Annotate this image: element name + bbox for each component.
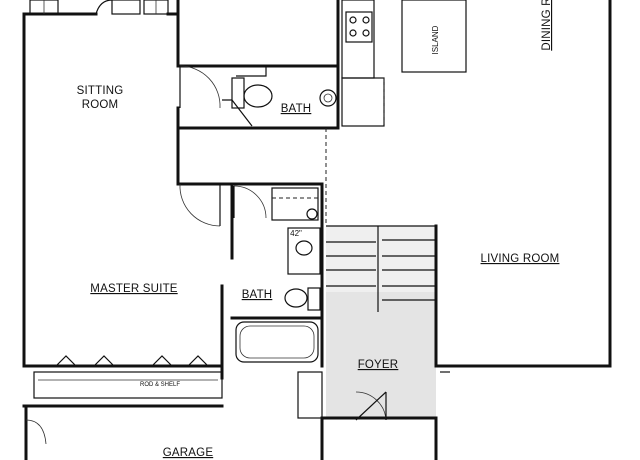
front-porch — [297, 371, 450, 419]
dining-room-label: DINING R — [541, 0, 553, 51]
master-suite-label: MASTER SUITE — [90, 283, 178, 295]
lower-bath-label: BATH — [242, 289, 273, 301]
kitchen-counter — [341, 0, 385, 127]
foyer-label: FOYER — [358, 359, 399, 371]
island-counter — [401, 0, 467, 73]
garage-label: GARAGE — [163, 447, 214, 459]
foyer-floor — [326, 290, 436, 418]
island-label: ISLAND — [431, 25, 440, 54]
linen-closet — [271, 187, 319, 221]
staircase — [325, 128, 436, 312]
shower-size-label: 42" — [290, 229, 302, 238]
sitting-room-label-line1: SITTING — [77, 85, 124, 97]
landing-floor — [326, 226, 436, 292]
window-blocks — [29, 0, 169, 15]
rod-shelf-label: ROD & SHELF — [140, 382, 180, 388]
sitting-room-label-line2: ROOM — [82, 99, 119, 111]
living-room-label: LIVING ROOM — [481, 253, 560, 265]
upper-bath-fixtures — [222, 66, 337, 127]
upper-bath-label: BATH — [281, 103, 312, 115]
interior-walls — [22, 12, 438, 460]
lower-bath-fixtures — [235, 227, 321, 363]
exterior-walls — [22, 0, 612, 368]
closet-bifold-doors — [33, 355, 223, 399]
door-swings — [25, 65, 387, 445]
